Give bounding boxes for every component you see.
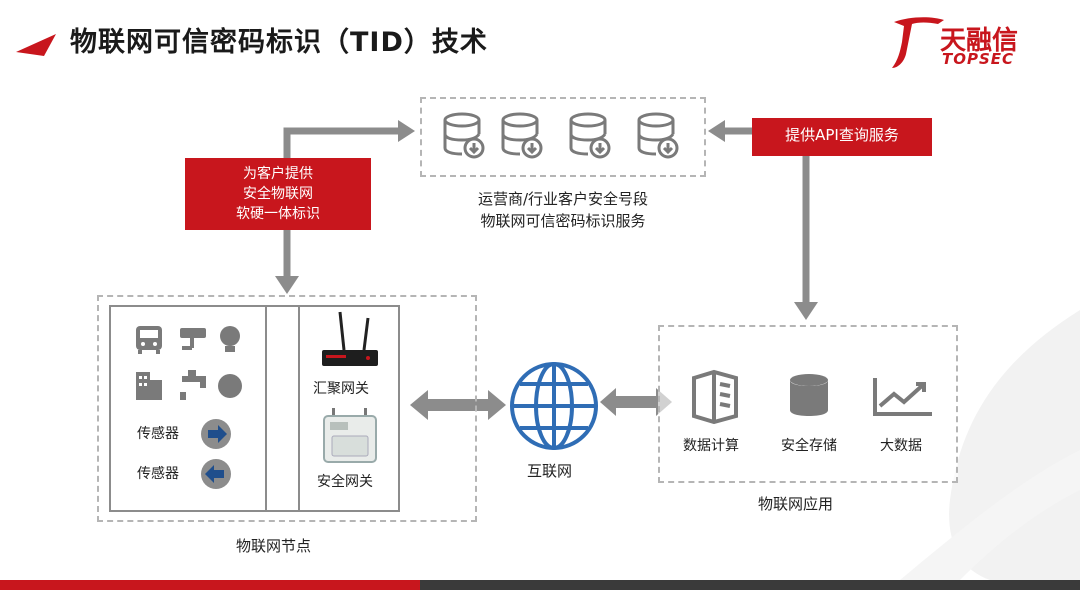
globe-icon bbox=[510, 362, 598, 450]
left-callout: 为客户提供 安全物联网 软硬一体标识 bbox=[185, 158, 371, 230]
router-icon bbox=[322, 311, 378, 366]
compute-icon bbox=[692, 369, 738, 424]
page-title: 物联网可信密码标识（TID）技术 bbox=[70, 27, 488, 58]
divider-panel bbox=[265, 305, 300, 512]
camera-icon bbox=[180, 328, 206, 350]
topsec-logo-icon bbox=[892, 17, 944, 68]
device-icons bbox=[136, 326, 242, 400]
logo-text-en: TOPSEC bbox=[942, 50, 1015, 68]
storage-icon bbox=[790, 374, 828, 416]
service-caption-line2: 物联网可信密码标识服务 bbox=[480, 212, 646, 230]
service-caption-line1: 运营商/行业客户安全号段 bbox=[477, 190, 649, 208]
arrow-right-icon bbox=[201, 419, 231, 449]
sensor-label-1: 传感器 bbox=[137, 426, 179, 442]
left-callout-line3: 软硬一体标识 bbox=[236, 206, 320, 222]
footer-bar-red bbox=[0, 580, 420, 590]
footer-bar-dark bbox=[420, 580, 1080, 590]
database-icon bbox=[443, 112, 485, 159]
iot-app-caption: 物联网应用 bbox=[758, 495, 834, 513]
internet-label: 互联网 bbox=[527, 462, 573, 480]
app-item-bigdata: 大数据 bbox=[880, 438, 922, 454]
secure-gateway-icon bbox=[323, 408, 377, 463]
gateway-panel bbox=[298, 305, 400, 512]
sensor-dot-icon bbox=[218, 374, 242, 398]
title-marker-icon bbox=[16, 34, 56, 56]
left-callout-line2: 安全物联网 bbox=[243, 186, 313, 202]
logo-text-cn: 天融信 bbox=[940, 26, 1019, 56]
building-icon bbox=[136, 372, 162, 400]
app-item-compute: 数据计算 bbox=[683, 438, 739, 454]
gateway-sec-label: 安全网关 bbox=[317, 474, 373, 490]
left-callout-line1: 为客户提供 bbox=[243, 166, 313, 182]
faucet-icon bbox=[180, 370, 206, 400]
bulb-icon bbox=[220, 326, 240, 352]
train-icon bbox=[136, 326, 162, 354]
iot-node-caption: 物联网节点 bbox=[236, 537, 312, 555]
arrow-left-icon bbox=[201, 459, 231, 489]
app-item-storage: 安全存储 bbox=[781, 438, 837, 454]
background-swoosh bbox=[900, 310, 1080, 580]
database-icons bbox=[443, 112, 679, 159]
trend-chart-icon bbox=[873, 378, 932, 416]
service-panel bbox=[420, 97, 706, 177]
gateway-agg-label: 汇聚网关 bbox=[313, 381, 369, 397]
service-caption: 运营商/行业客户安全号段 物联网可信密码标识服务 bbox=[420, 188, 706, 232]
sensor-label-2: 传感器 bbox=[137, 466, 179, 482]
right-callout: 提供API查询服务 bbox=[752, 118, 932, 156]
iot-node-panel bbox=[97, 295, 477, 522]
